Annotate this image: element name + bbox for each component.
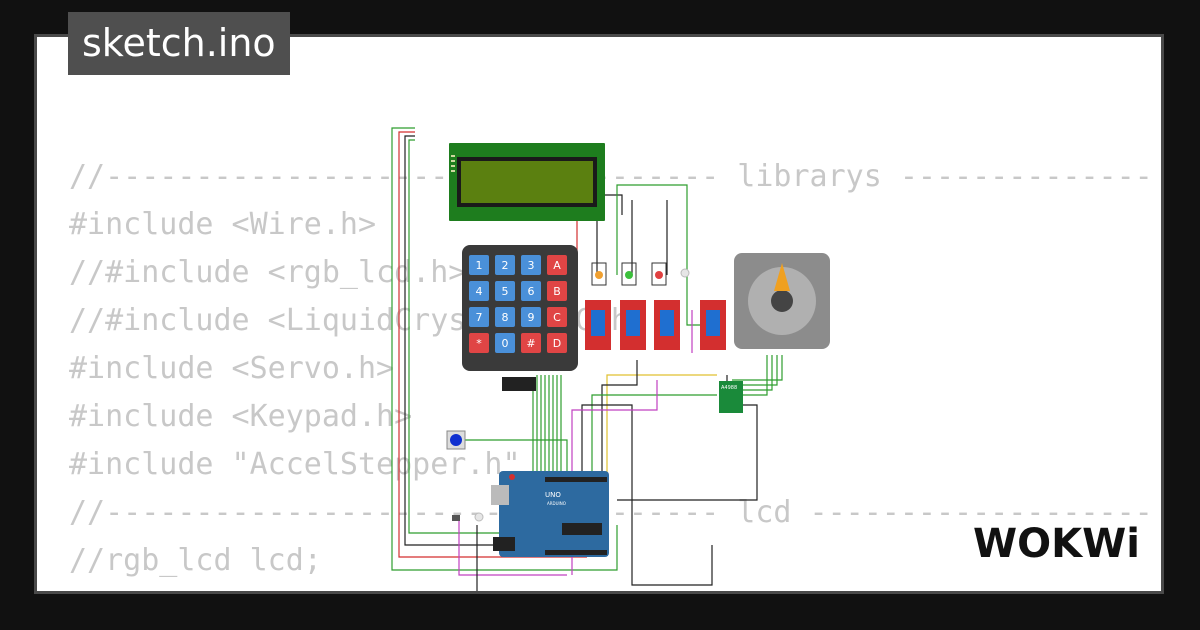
keypad-key-label: * [476, 337, 482, 350]
stepper-driver: A4988 [719, 381, 743, 413]
keypad-key-label: # [526, 337, 535, 350]
keypad-key [495, 333, 515, 353]
led-small [474, 512, 484, 522]
code-line: //rgb_lcd lcd; [69, 543, 322, 578]
arduino-model-label: UNO [545, 491, 561, 499]
keypad-key [495, 281, 515, 301]
code-line: //---------------------------------- lcd… [69, 495, 1153, 530]
keypad-key-label: 7 [476, 311, 483, 324]
code-line: #include <Wire.h> [69, 207, 377, 242]
led-yellow [595, 271, 603, 279]
arduino-uno: UNO ARDUINO [491, 471, 609, 557]
logo-text: WOKWi [973, 521, 1140, 567]
slide-switch [452, 515, 460, 521]
keypad-key [521, 281, 541, 301]
keypad-key-label: 3 [528, 259, 535, 272]
code-line: //---------------------------------- lib… [69, 159, 1153, 194]
keypad-key [547, 307, 567, 327]
keypad-key-label: A [553, 259, 561, 272]
keypad-key-label: 4 [476, 285, 483, 298]
file-name-tab: sketch.ino [68, 12, 290, 75]
wokwi-logo: WOKWi [973, 519, 1143, 571]
keypad-key [521, 307, 541, 327]
keypad-key [469, 333, 489, 353]
relay-1 [585, 300, 611, 350]
relay-3 [654, 300, 680, 350]
wires [391, 127, 783, 591]
keypad-key-label: 8 [502, 311, 509, 324]
relay-4 [700, 300, 726, 350]
keypad-key [469, 255, 489, 275]
code-line: #include <Keypad.h> [69, 399, 413, 434]
code-line: #include <Servo.h> [69, 351, 395, 386]
keypad-key-label: 0 [502, 337, 509, 350]
keypad-key [469, 281, 489, 301]
keypad-key [521, 255, 541, 275]
keypad-key [521, 333, 541, 353]
code-line: //#include <rgb_lcd.h> [69, 255, 467, 290]
keypad-key [495, 255, 515, 275]
code-line: #include "AccelStepper.h" [69, 447, 521, 482]
keypad-key-label: 1 [476, 259, 483, 272]
led-green [625, 271, 633, 279]
keypad-key-label: 6 [528, 285, 535, 298]
code-background: //---------------------------------- lib… [69, 153, 1153, 591]
keypad-key-label: 5 [502, 285, 509, 298]
preview-card: //---------------------------------- lib… [34, 34, 1164, 594]
relay-modules [585, 300, 726, 350]
keypad-key [469, 307, 489, 327]
keypad: 1 2 3 A 4 5 6 B 7 8 9 C * 0 # D [462, 245, 578, 391]
keypad-key-label: D [553, 337, 561, 350]
circuit-diagram: 1 2 3 A 4 5 6 B 7 8 9 C * 0 # D [391, 127, 830, 591]
keypad-key [495, 307, 515, 327]
led-red [655, 271, 663, 279]
lcd-display [449, 143, 605, 221]
keypad-key [547, 281, 567, 301]
push-button [446, 430, 466, 450]
stepper-motor [734, 253, 830, 349]
keypad-key-label: 2 [502, 259, 509, 272]
led-white [680, 268, 690, 278]
keypad-key [547, 333, 567, 353]
arduino-brand-label: ARDUINO [547, 501, 566, 506]
keypad-key-label: C [553, 311, 561, 324]
leds [591, 262, 690, 286]
code-line: //#include <LiquidCrystal_I2C.h> [69, 303, 647, 338]
keypad-key [547, 255, 567, 275]
relay-2 [620, 300, 646, 350]
keypad-key-label: B [553, 285, 561, 298]
keypad-key-label: 9 [528, 311, 535, 324]
driver-label: A4988 [721, 385, 737, 391]
